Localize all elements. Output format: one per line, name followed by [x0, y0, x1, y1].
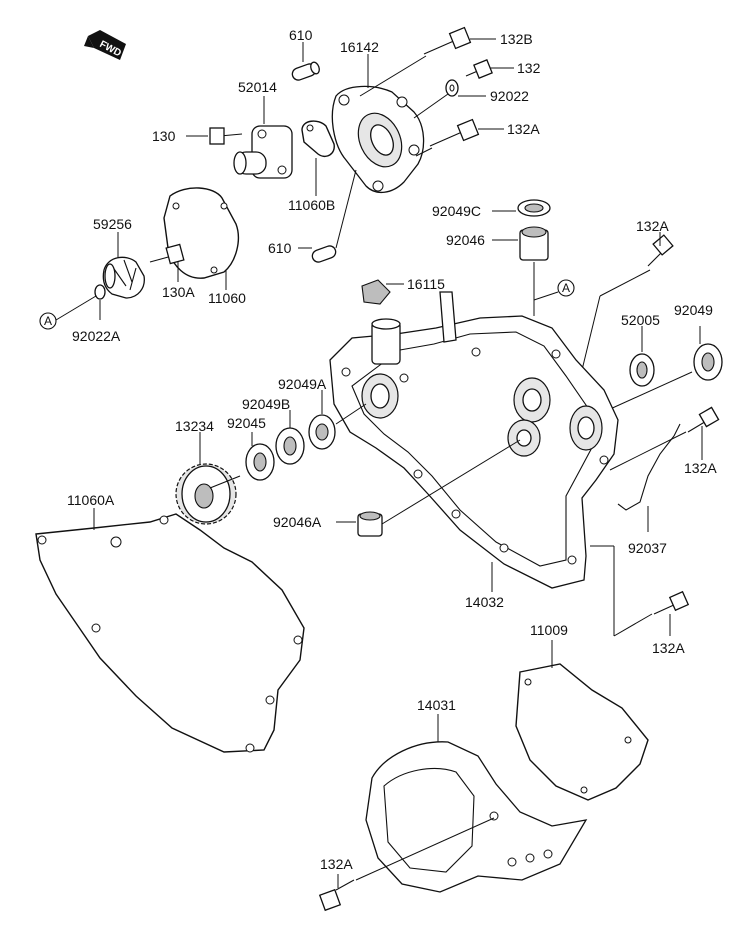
label-11060A: 11060A: [67, 492, 115, 508]
bolt-132A-right-1: [647, 234, 674, 267]
bolt-130: [209, 127, 243, 145]
label-132: 132: [517, 60, 541, 76]
bolt-132A-right-3: [653, 590, 690, 615]
collar-92046: [519, 226, 549, 261]
bolt-132A-top: [429, 118, 480, 147]
label-92046A: 92046A: [273, 514, 322, 530]
bolt-132A-bottom: [318, 879, 355, 912]
label-130: 130: [152, 128, 176, 144]
label-11060B: 11060B: [288, 197, 335, 213]
label-52014: 52014: [238, 79, 277, 95]
label-92049: 92049: [674, 302, 713, 318]
oil-seal-92049A: [308, 414, 336, 450]
callout-marker-right: A: [557, 279, 575, 297]
bolt-132: [465, 59, 493, 79]
label-92037: 92037: [628, 540, 667, 556]
bearing-92045: [245, 443, 275, 481]
spring-92037: [617, 423, 681, 511]
pipe-52014: [233, 125, 293, 179]
gasket-11060B: [301, 120, 335, 158]
label-16115: 16115: [407, 276, 445, 292]
label-132A-right-1: 132A: [636, 218, 669, 234]
water-pump-cover-16142: [331, 85, 425, 193]
svg-text:A: A: [562, 281, 570, 295]
gasket-11009: [515, 663, 649, 801]
bolt-132B: [423, 26, 472, 55]
label-132A-right-2: 132A: [684, 460, 717, 476]
collar-92046A: [357, 511, 383, 537]
label-92022A: 92022A: [72, 328, 121, 344]
bolt-130A: [149, 243, 185, 265]
gasket-11060A: [35, 513, 305, 753]
gear-13234: [175, 463, 241, 525]
bolt-132A-right-2: [687, 406, 720, 433]
label-13234: 13234: [175, 418, 214, 434]
gasket-11060: [163, 187, 240, 279]
label-132A-right-3: 132A: [652, 640, 685, 656]
label-610-top: 610: [289, 27, 313, 43]
label-52005: 52005: [621, 312, 660, 328]
label-14031: 14031: [417, 697, 456, 713]
label-92022: 92022: [490, 88, 529, 104]
label-132A-bottom: 132A: [320, 856, 353, 872]
label-59256: 59256: [93, 216, 132, 232]
washer-92022A: [94, 284, 106, 300]
plug-16115: [361, 279, 391, 305]
oil-seal-92049: [693, 343, 723, 381]
fwd-arrow-icon: FWD: [84, 30, 126, 60]
label-610-bottom: 610: [268, 240, 292, 256]
generator-cover-14031: [365, 741, 588, 893]
impeller-59256: [102, 256, 145, 299]
oil-seal-92049B: [275, 427, 305, 465]
callout-marker-left: A: [39, 312, 57, 330]
label-92049A: 92049A: [278, 376, 327, 392]
label-16142: 16142: [340, 39, 379, 55]
dowel-pin-610-bottom: [311, 245, 337, 263]
washer-92022: [445, 79, 459, 97]
label-92046: 92046: [446, 232, 485, 248]
label-11060: 11060: [208, 290, 246, 306]
label-132A-top: 132A: [507, 121, 540, 137]
crankcase-cover-14032: [329, 291, 619, 589]
label-130A: 130A: [162, 284, 195, 300]
bearing-52005: [629, 353, 655, 387]
label-11009: 11009: [530, 622, 568, 638]
label-132B: 132B: [500, 31, 533, 47]
oil-seal-92049C: [517, 199, 551, 217]
label-14032: 14032: [465, 594, 504, 610]
label-92045: 92045: [227, 415, 266, 431]
dowel-pin-610-top: [291, 61, 320, 81]
label-92049B: 92049B: [242, 396, 290, 412]
label-92049C: 92049C: [432, 203, 481, 219]
svg-text:A: A: [44, 314, 52, 328]
